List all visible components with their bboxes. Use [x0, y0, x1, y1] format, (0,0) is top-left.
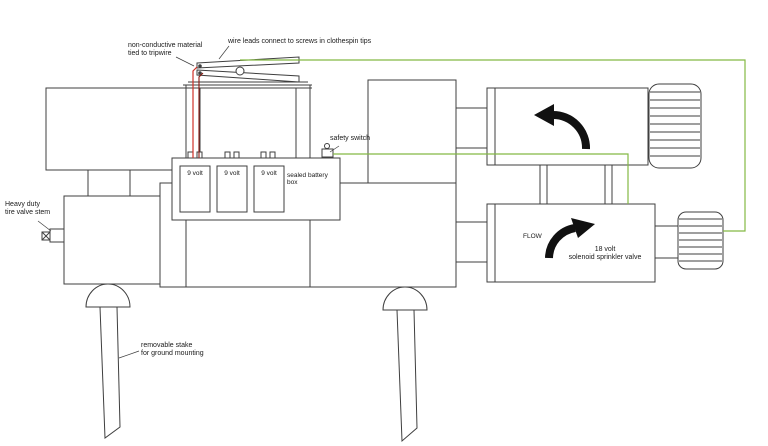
valve-stem-box-rect — [63, 195, 161, 285]
label-line: tire valve stem — [5, 208, 51, 216]
lower-valve-connector — [455, 221, 488, 263]
safety-switch — [321, 143, 334, 158]
label-line: Heavy duty — [5, 201, 41, 208]
rotation-arrow-head — [534, 104, 554, 126]
clothespin — [196, 56, 300, 83]
label-tire-valve-stem: Heavy duty tire valve stem — [5, 201, 50, 217]
rotation-arrow-icon — [534, 104, 590, 150]
dark-red-wire — [198, 72, 204, 158]
tire-valve-stem — [41, 228, 65, 243]
label-removable-stake: removable stake for ground mounting — [141, 342, 204, 358]
green-wire-clothespin-to-valve — [240, 59, 746, 232]
label-line: solenoid sprinkler valve — [568, 253, 642, 261]
leader-stake — [118, 350, 140, 359]
flow-arrow-head — [571, 218, 595, 238]
red-wire — [192, 66, 198, 158]
label-line: for ground mounting — [141, 349, 204, 357]
circuit-wires-green — [240, 59, 746, 232]
lower-valve-neck — [654, 225, 679, 259]
rotation-arrow-arc — [552, 111, 590, 150]
label-battery-3: 9 volt — [261, 170, 277, 177]
clothespin-tip-screw-bottom — [198, 71, 202, 75]
tower-frame — [183, 81, 312, 287]
battery-wires — [192, 66, 204, 158]
label-line: non-conductive material — [128, 42, 203, 49]
clothespin-upper-arm — [196, 56, 300, 69]
safety-switch-body — [321, 148, 334, 158]
label-solenoid-valve: 18 volt solenoid sprinkler valve — [552, 246, 658, 262]
leader-tire-valve — [37, 220, 52, 232]
battery-1-rect — [179, 165, 211, 213]
flow-arrow-arc — [545, 224, 576, 259]
upper-valve-body — [486, 87, 649, 166]
label-line: 18 volt — [594, 246, 616, 253]
upper-valve-cap — [648, 83, 702, 169]
leader-safety-switch — [329, 145, 340, 153]
clothespin-spring-pivot — [235, 66, 245, 76]
safety-switch-toggle — [324, 143, 330, 149]
left-stake — [99, 306, 121, 439]
clothespin-lower-arm — [196, 69, 300, 83]
flow-arrow-icon — [545, 218, 595, 259]
structure-lines — [37, 45, 724, 443]
label-battery-box: sealed battery box — [287, 172, 328, 187]
lower-valve-assembly — [455, 165, 724, 283]
label-tripwire-material: non-conductive material tied to tripwire — [128, 42, 202, 58]
label-battery-2: 9 volt — [224, 170, 240, 177]
leader-tripwire-material — [175, 56, 195, 67]
battery-2-rect — [216, 165, 248, 213]
left-stake-dome — [85, 283, 131, 308]
label-wire-leads: wire leads connect to screws in clothesp… — [228, 38, 372, 45]
valve-stem-base — [49, 228, 65, 243]
label-line: removable stake — [141, 342, 193, 349]
riser-body — [367, 79, 457, 184]
label-line: sealed battery — [287, 172, 328, 179]
label-battery-1: 9 volt — [187, 170, 203, 177]
leader-lines — [37, 45, 340, 359]
ground-stakes — [85, 283, 428, 443]
lower-valve-body — [486, 203, 656, 283]
battery-box — [171, 151, 341, 221]
clothespin-tip-screw-top — [198, 64, 202, 68]
valve-stem-box — [63, 170, 161, 285]
label-line: box — [287, 179, 298, 187]
riser-rect — [367, 79, 457, 184]
label-flow: FLOW — [523, 233, 542, 240]
label-line: tied to tripwire — [128, 49, 172, 57]
left-pipe-rect — [45, 87, 187, 171]
left-pipe — [45, 87, 187, 171]
upper-valve-assembly — [455, 83, 702, 169]
label-safety-switch: safety switch — [330, 135, 371, 142]
green-wire-switch-to-valve — [333, 153, 629, 204]
right-stake — [396, 309, 418, 443]
upper-valve-connector — [455, 107, 488, 149]
leader-wire-leads — [218, 45, 230, 60]
battery-3-rect — [253, 165, 285, 213]
right-stake-dome — [382, 286, 428, 311]
